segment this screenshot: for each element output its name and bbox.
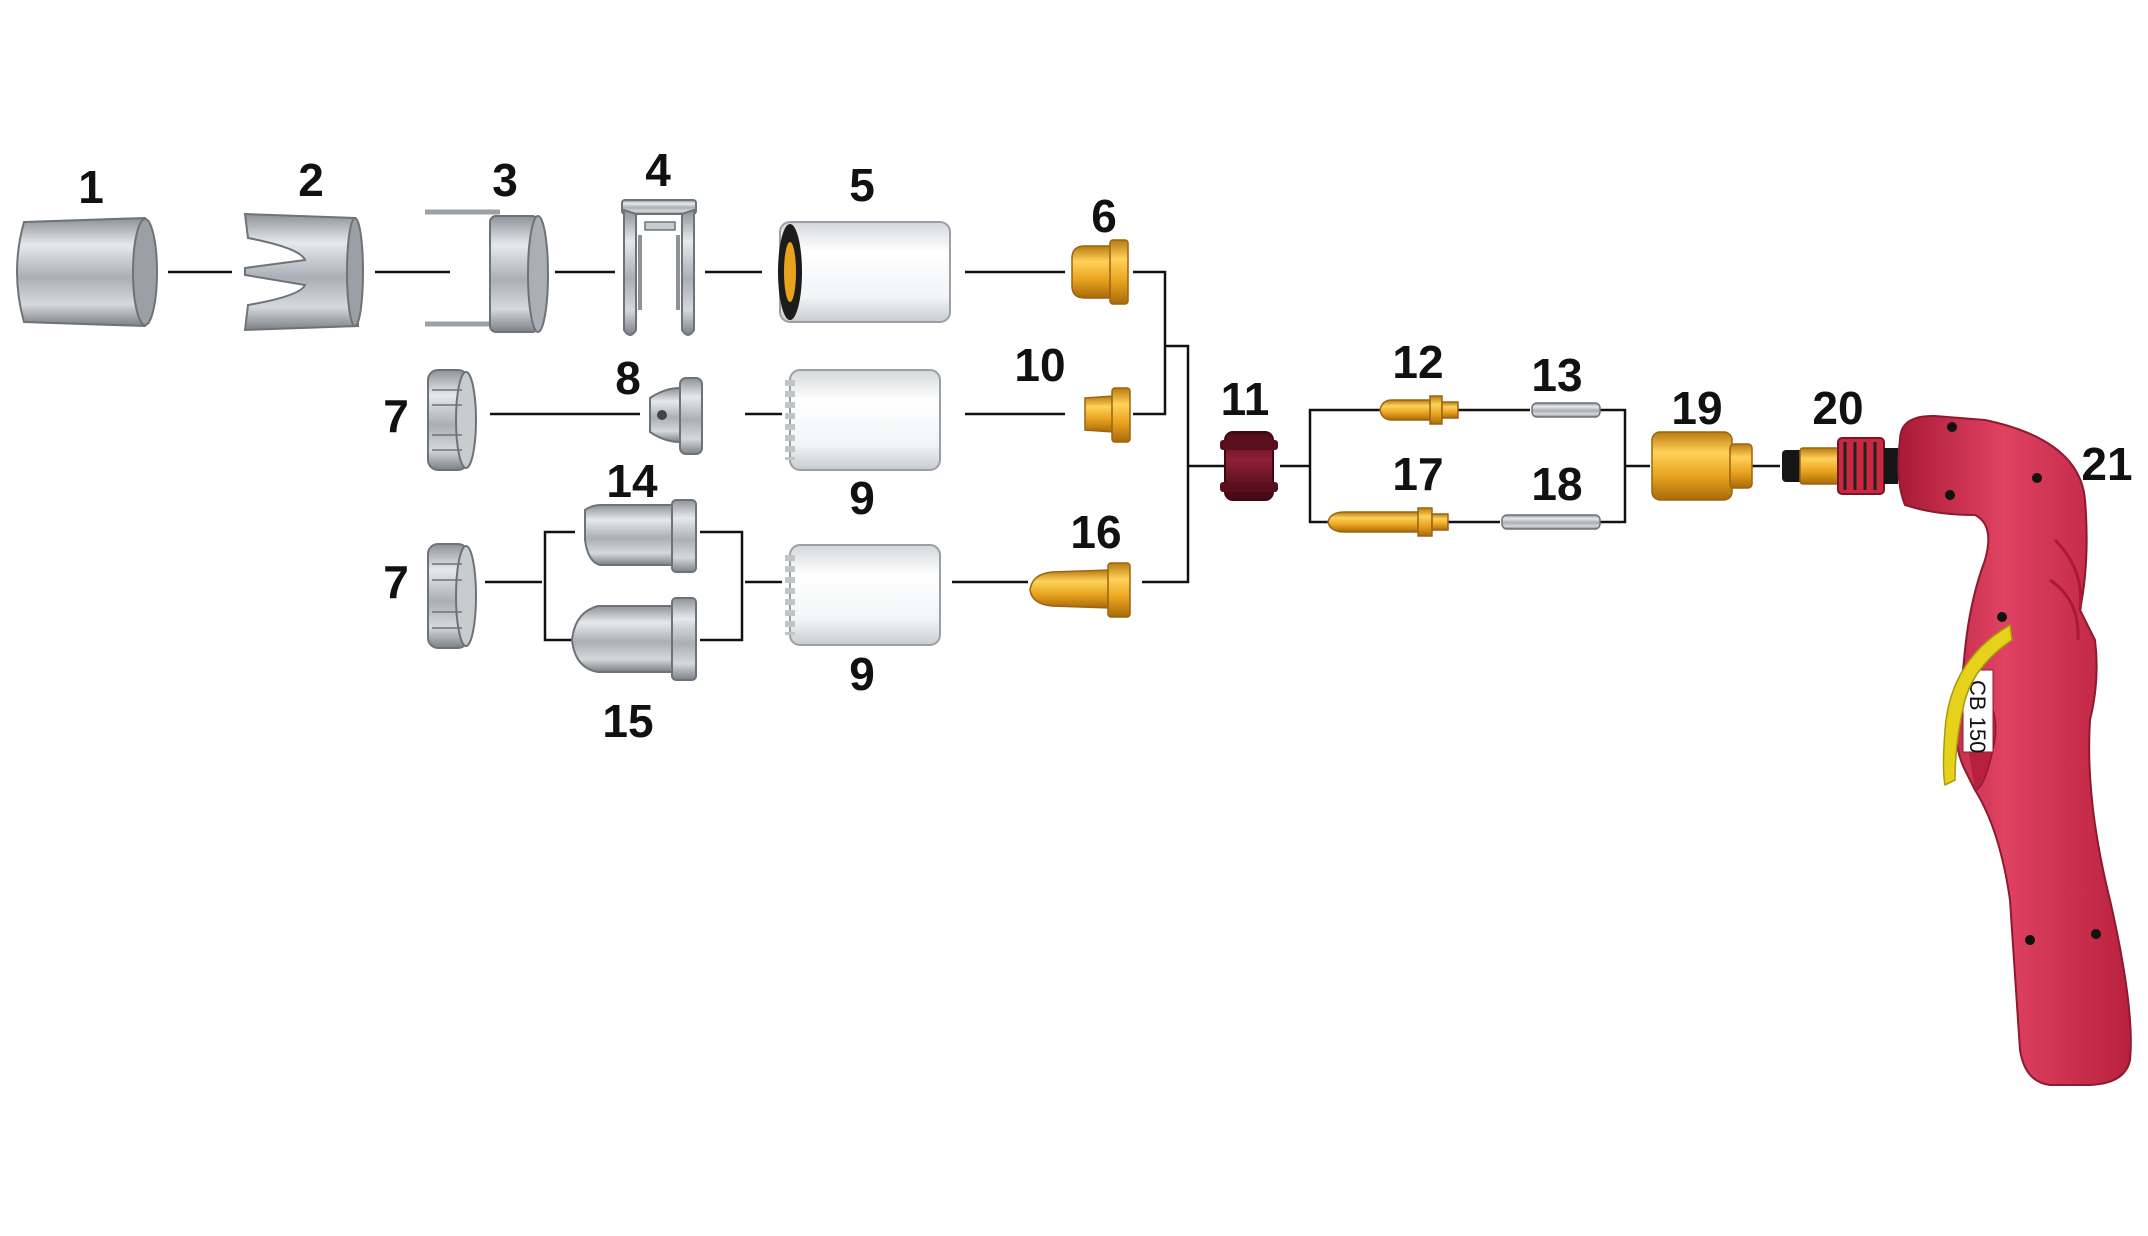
- part-labels: 1 2 3 4 5 6 7 8 9 10 11 12 13 14 15 16 1…: [78, 144, 2132, 747]
- label-part-7-upper: 7: [383, 390, 409, 442]
- part-15-nozzle-long: [570, 597, 697, 681]
- part-11-swirl-ring: [1220, 431, 1278, 501]
- label-part-20: 20: [1812, 382, 1863, 434]
- label-part-6: 6: [1091, 190, 1117, 242]
- label-part-7-lower: 7: [383, 556, 409, 608]
- part-21-torch-body: CB 150: [1897, 414, 2132, 1086]
- label-part-11: 11: [1221, 373, 1270, 425]
- part-9-retaining-cap-upper: [785, 369, 941, 471]
- part-19-insulator: [1651, 431, 1753, 501]
- part-20-torch-head: [1782, 437, 1898, 495]
- torch-model-label: CB 150: [1965, 680, 1990, 753]
- part-7-ring-upper: [427, 369, 477, 471]
- label-part-2: 2: [298, 154, 324, 206]
- part-12-electrode-adapter: [1379, 395, 1459, 425]
- part-13-pin: [1531, 402, 1601, 418]
- label-part-15: 15: [602, 695, 653, 747]
- part-6-nozzle: [1071, 239, 1129, 305]
- connector-lines: [168, 270, 1780, 642]
- part-3-spacer-guide: [425, 209, 549, 333]
- part-10-electrode: [1084, 387, 1131, 443]
- label-part-19: 19: [1671, 382, 1722, 434]
- label-part-5: 5: [849, 159, 875, 211]
- part-4-circle-guide: [621, 199, 697, 336]
- label-part-1: 1: [78, 161, 104, 213]
- part-9-retaining-cap-lower: [785, 544, 941, 646]
- label-part-14: 14: [606, 455, 658, 507]
- label-part-13: 13: [1531, 349, 1582, 401]
- part-14-nozzle-long: [584, 499, 697, 573]
- label-part-3: 3: [492, 154, 518, 206]
- part-8-nozzle-short: [649, 377, 703, 455]
- part-7-ring-lower: [427, 543, 477, 649]
- label-part-12: 12: [1392, 336, 1443, 388]
- label-part-8: 8: [615, 352, 641, 404]
- part-18-pin-long: [1501, 514, 1601, 530]
- label-part-17: 17: [1392, 448, 1443, 500]
- part-2-cut-shield: [243, 212, 364, 332]
- label-part-9-upper: 9: [849, 472, 875, 524]
- label-part-9-lower: 9: [849, 648, 875, 700]
- part-16-electrode-long: [1029, 562, 1131, 618]
- part-5-retaining-cap: [778, 221, 951, 323]
- label-part-10: 10: [1014, 339, 1065, 391]
- part-1-shield: [16, 216, 158, 328]
- torch-trigger: [1942, 623, 2013, 787]
- part-17-electrode-adapter-long: [1327, 507, 1449, 537]
- label-part-21: 21: [2081, 438, 2132, 490]
- label-part-18: 18: [1531, 458, 1582, 510]
- label-part-4: 4: [645, 144, 671, 196]
- label-part-16: 16: [1070, 506, 1121, 558]
